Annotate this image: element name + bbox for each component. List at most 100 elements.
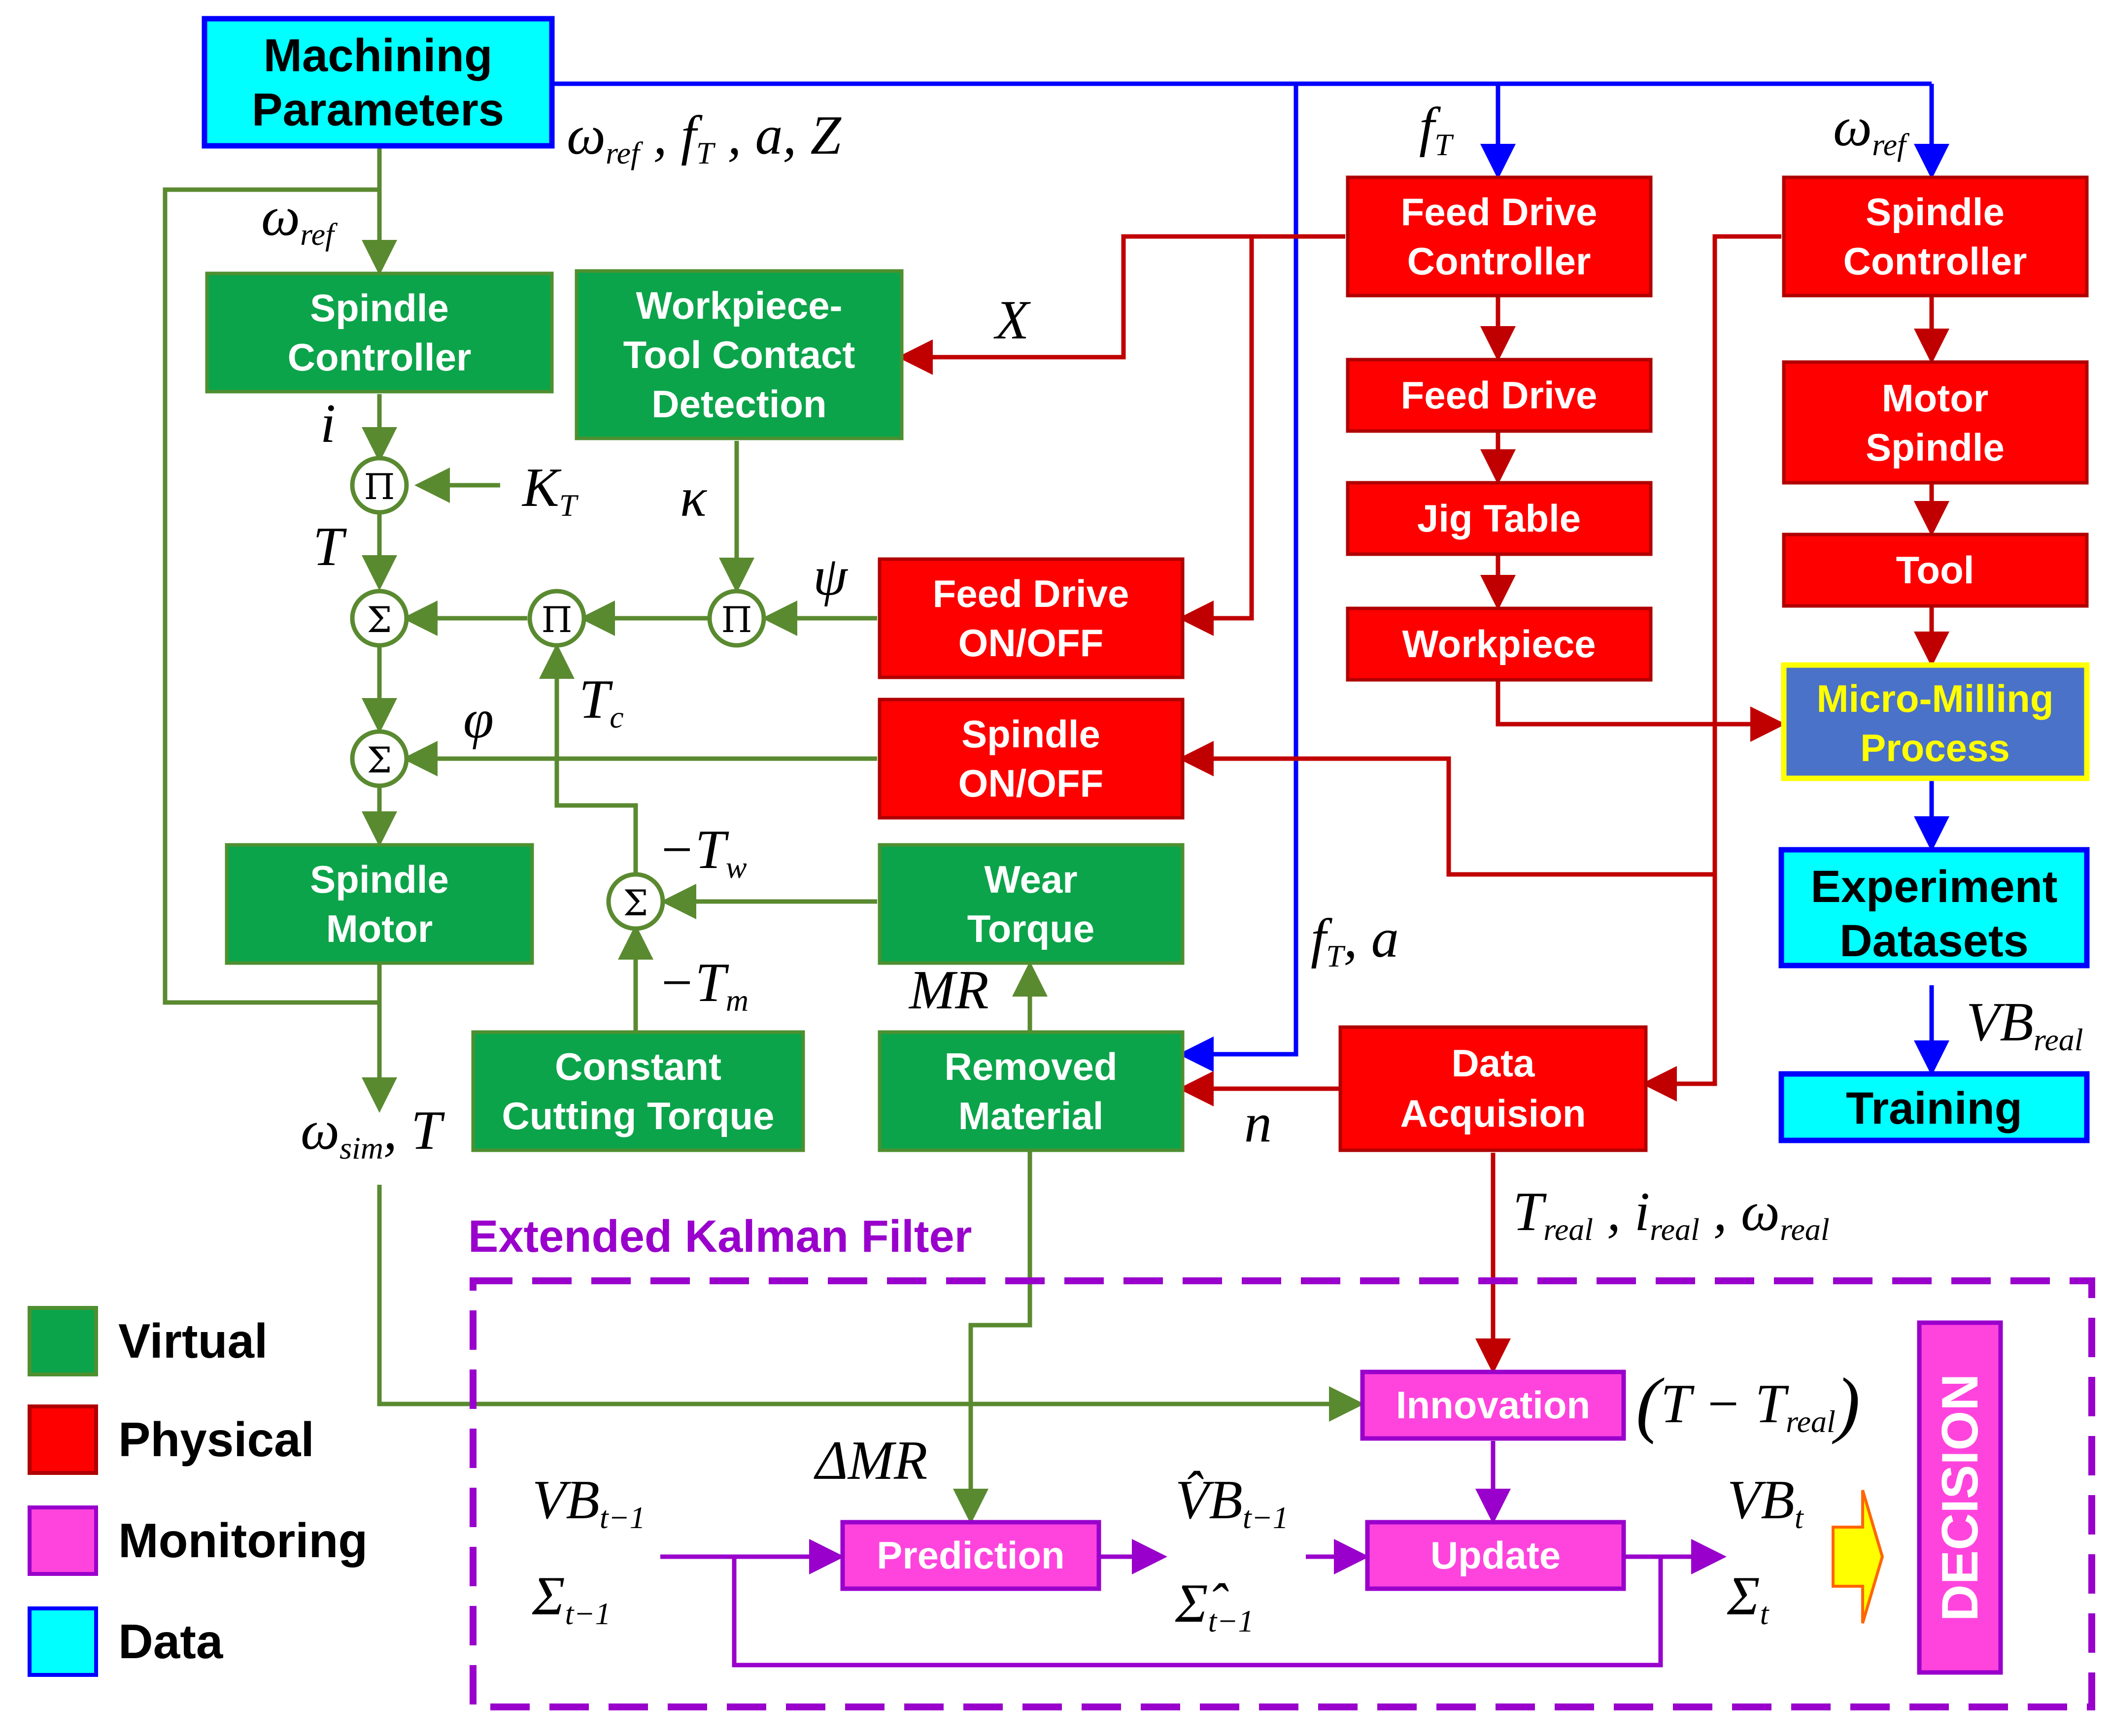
feed-drive-block: Feed Drive [1346,358,1653,433]
block-label: Prediction [877,1534,1064,1577]
math-ft-a: fT, a [1311,908,1399,973]
red-connectors [897,234,1949,1374]
block-label: Spindle [1866,190,2005,234]
math-n: n [1244,1093,1272,1154]
math-sigma-hat: Σ̂t−1 [1175,1573,1254,1638]
math-tw: −Tw [658,819,747,885]
block-label: Tool [1896,548,1974,592]
math-x: X [993,290,1031,351]
experiment-datasets-block: Experiment Datasets [1778,847,2090,968]
block-label: ON/OFF [958,762,1104,805]
training-block: Training [1778,1071,2090,1143]
block-label: Feed Drive [933,572,1129,615]
math-ft-top: fT [1419,97,1454,162]
math-kappa: κ [680,467,707,528]
product-symbol: Π [721,599,752,640]
math-tc: Tc [579,669,624,734]
product-symbol: Π [364,466,395,507]
legend-label: Physical [118,1412,314,1467]
block-label: Motor [1882,376,1989,420]
math-i: i [320,393,336,454]
block-label: Spindle [961,712,1100,756]
block-label: Tool Contact [623,333,855,376]
data-acquisition-block: Data Acquision [1338,1025,1648,1152]
math-omega-ref-left: ωref [261,186,338,252]
update-block: Update [1365,1520,1626,1591]
block-label: Training [1846,1083,2022,1134]
block-label: Workpiece- [636,284,842,327]
green-connectors [163,148,1364,1524]
workpiece-block: Workpiece [1346,606,1653,682]
math-mr: MR [908,960,989,1021]
block-label: Process [1860,726,2010,769]
block-label: Cutting Torque [502,1094,774,1137]
math-innovation-term: (T − Treal) [1636,1363,1860,1445]
ekf-title: Extended Kalman Filter [468,1211,972,1262]
math-psi: ψ [813,546,849,607]
block-label: Spindle [1866,426,2005,469]
block-label: Motor [326,907,433,950]
tool-block: Tool [1782,533,2089,608]
math-omega-ref-right: ωref [1833,97,1910,162]
micro-milling-process-block: Micro-Milling Process [1781,662,2090,781]
block-label: Data [1451,1041,1535,1085]
decision-label: DECISION [1932,1374,1989,1622]
math-machining-params-label: ωref , fT , a, Z [567,105,842,170]
product-operator-kt: Π [350,456,409,515]
physical-spindle-controller-block: Spindle Controller [1782,175,2089,298]
legend-label: Data [118,1614,224,1669]
block-label: Torque [967,907,1095,950]
innovation-block: Innovation [1360,1369,1626,1441]
prediction-block: Prediction [840,1520,1101,1591]
blue-connectors [552,81,1949,1076]
block-label: Material [958,1094,1104,1137]
spindle-onoff-block: Spindle ON/OFF [878,698,1185,820]
math-kt: KT [521,457,579,523]
block-label: Micro-Milling [1817,677,2054,720]
block-label: Spindle [310,286,449,330]
math-delta-mr: ΔMR [814,1430,927,1491]
product-operator-tc: Π [527,589,586,648]
sum-symbol: Σ [623,882,648,924]
math-vb-hat: V̂Bt−1 [1175,1469,1289,1535]
block-label: Feed Drive [1401,190,1598,234]
jig-table-block: Jig Table [1346,481,1653,556]
block-label: Acquision [1400,1092,1586,1135]
decision-arrow-icon [1832,1490,1884,1624]
feed-drive-controller-block: Feed Drive Controller [1346,175,1653,298]
block-label: Datasets [1839,916,2029,966]
wear-torque-block: Wear Torque [878,843,1185,965]
block-label: Parameters [252,84,504,135]
math-tm: −Tm [658,952,749,1018]
spindle-motor-block: Spindle Motor [225,843,534,965]
legend-item-physical: Physical [28,1404,314,1475]
block-label: Innovation [1396,1383,1590,1427]
math-phi: φ [463,689,494,750]
virtual-spindle-controller-block: Spindle Controller [205,271,554,394]
math-t: T [313,516,347,577]
feed-drive-onoff-block: Feed Drive ON/OFF [878,557,1185,679]
block-label: Removed [944,1045,1117,1088]
sum-symbol: Σ [367,599,392,640]
block-label: Controller [1843,239,2027,283]
block-label: Wear [984,858,1077,901]
constant-cutting-torque-block: Constant Cutting Torque [471,1030,805,1152]
block-label: Spindle [310,858,449,901]
sum-symbol: Σ [367,739,392,781]
legend-label: Monitoring [118,1513,368,1568]
block-label: ON/OFF [958,621,1104,665]
block-label: Controller [1407,239,1591,283]
sum-operator-torque: Σ [350,589,409,648]
purple-connectors [660,1441,1727,1668]
legend-item-monitoring: Monitoring [28,1505,368,1576]
removed-material-block: Removed Material [878,1030,1185,1152]
legend-label: Virtual [118,1314,268,1368]
math-vb-prev: VBt−1 [532,1469,646,1535]
block-label: Experiment [1810,862,2057,912]
math-sigma-prev: Σt−1 [532,1566,611,1631]
block-label: Machining [264,30,493,81]
math-sigma-t: Σt [1727,1566,1770,1631]
sum-operator-spindle: Σ [350,729,409,788]
block-label: Controller [288,335,472,379]
block-label: Update [1430,1534,1561,1577]
